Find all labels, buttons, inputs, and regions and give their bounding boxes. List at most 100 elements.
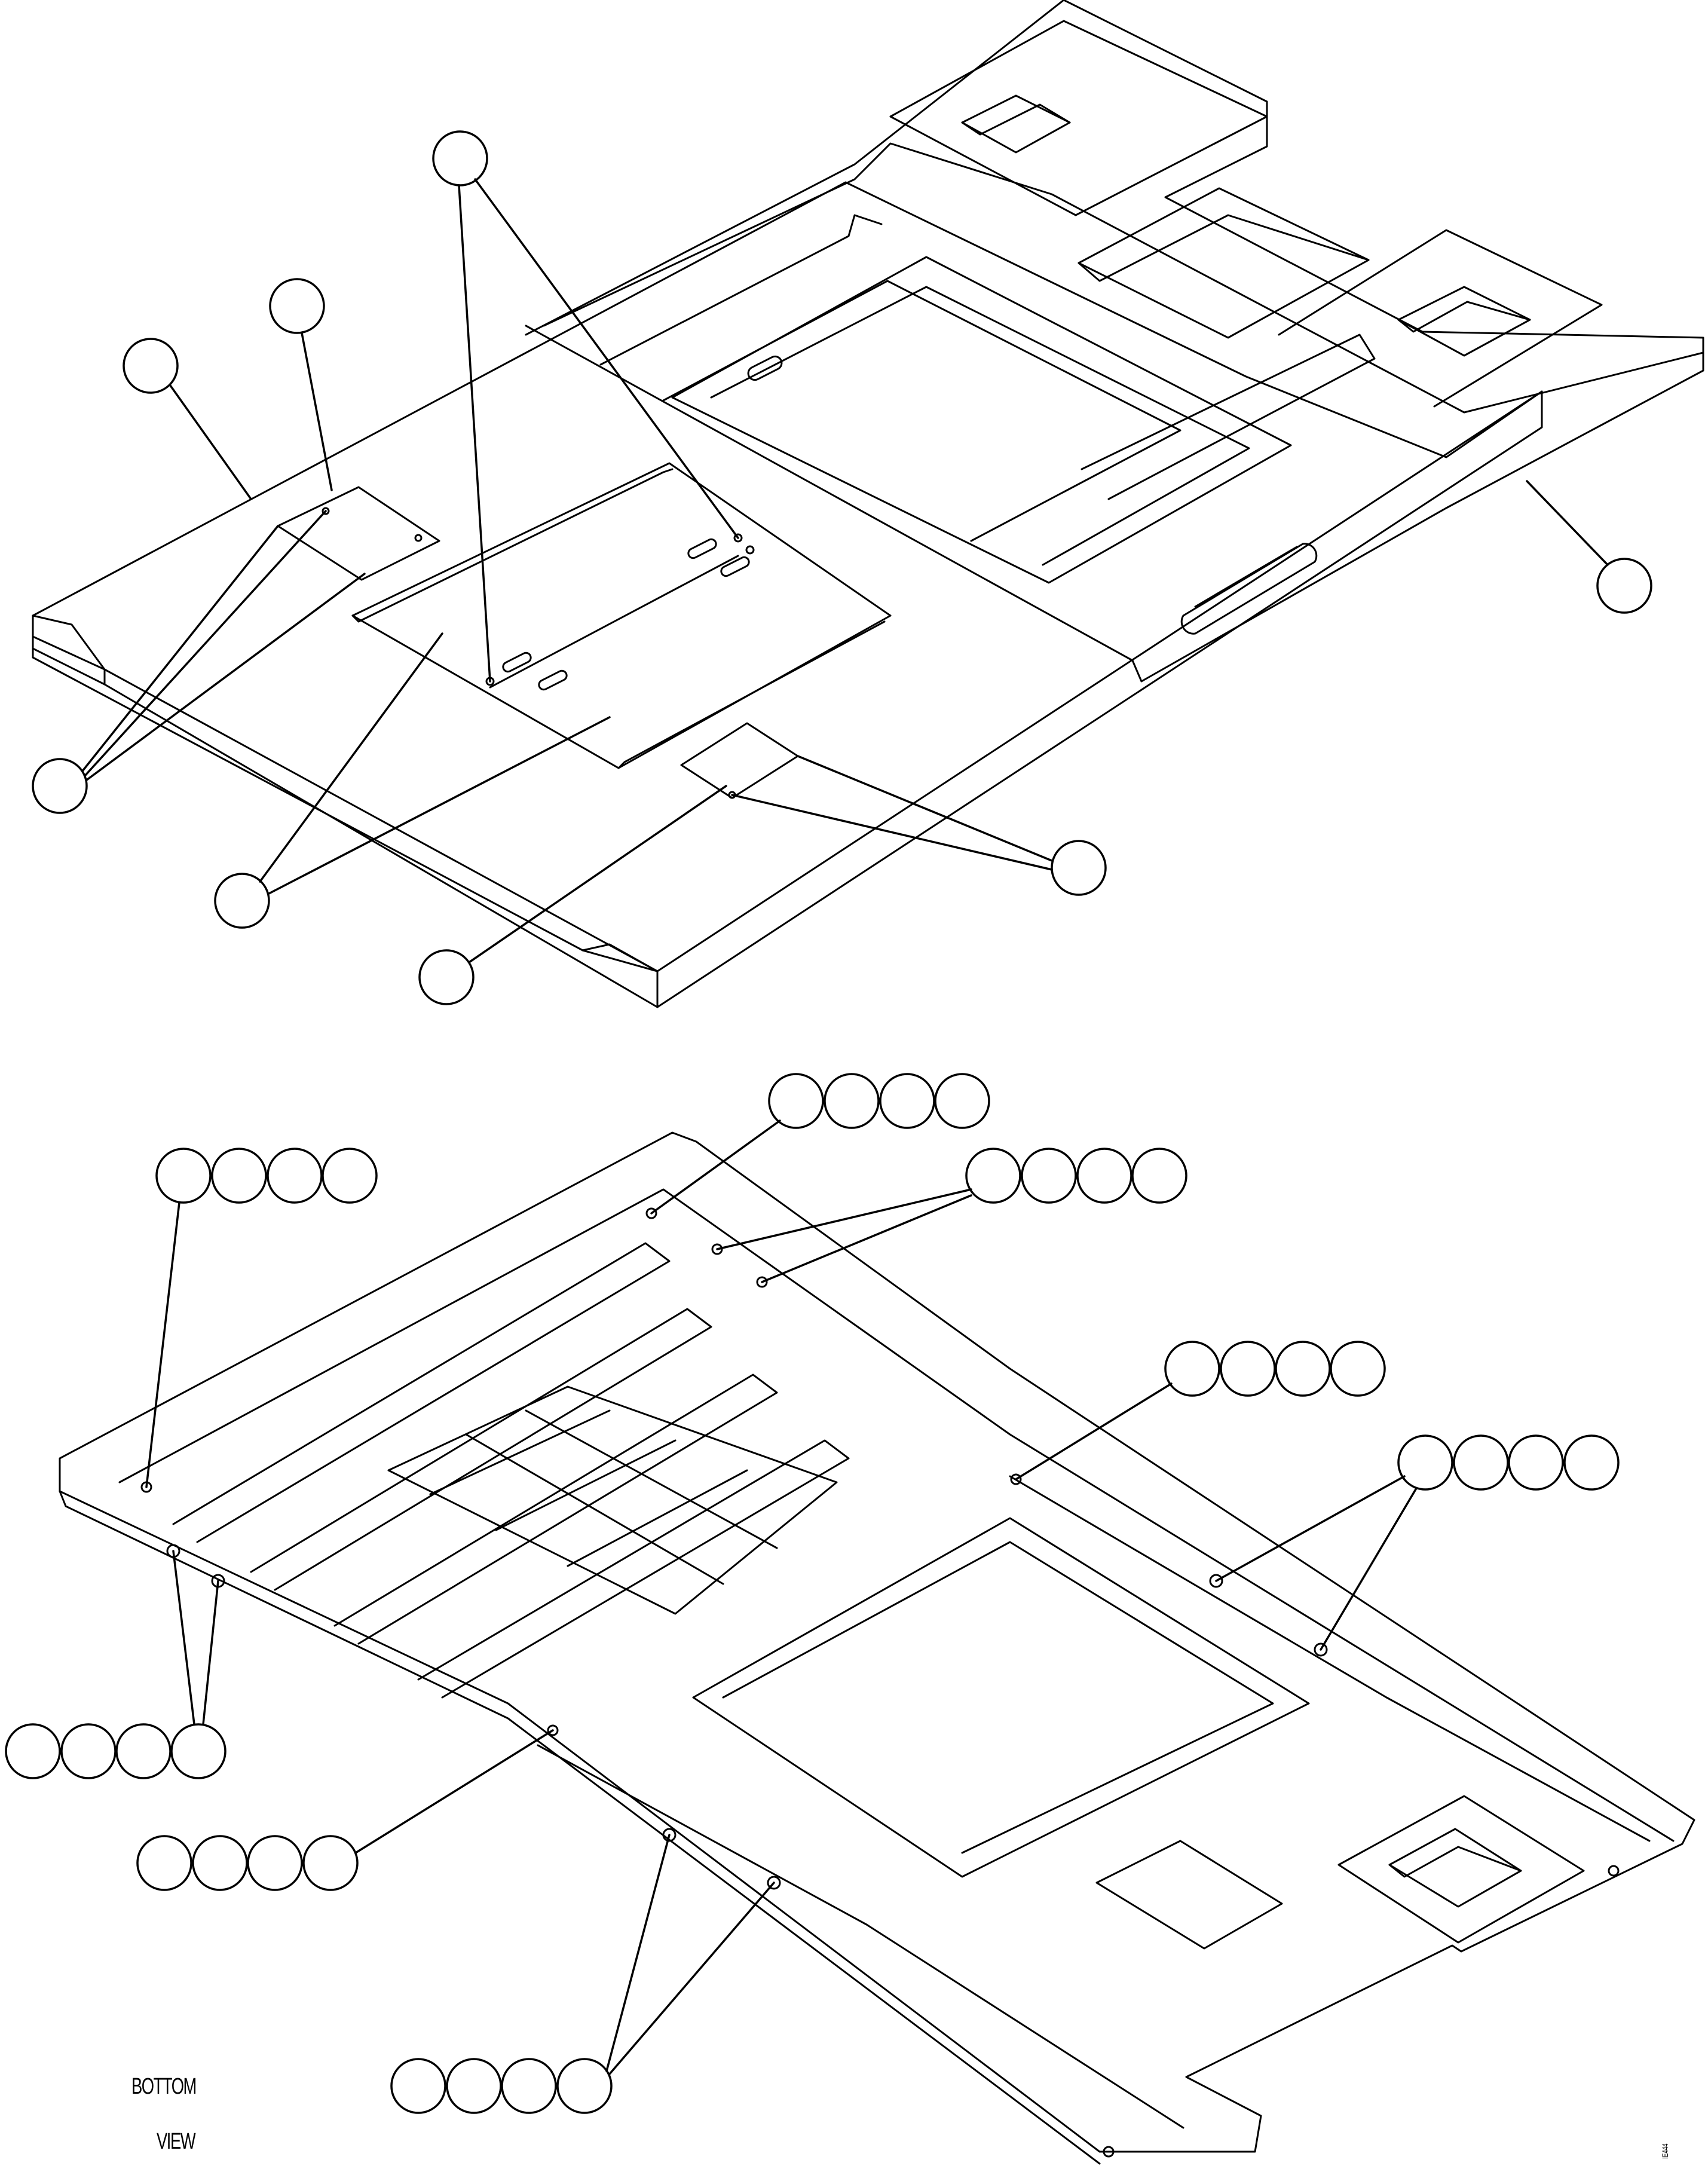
cover-slot bbox=[502, 651, 532, 673]
grid-line bbox=[429, 1409, 611, 1495]
callout-group-8 bbox=[390, 1834, 775, 2114]
rib bbox=[250, 1308, 712, 1591]
leader-line bbox=[468, 785, 727, 963]
central-frame-inner bbox=[710, 286, 1250, 566]
cover-slot bbox=[720, 556, 750, 577]
callout-group-5 bbox=[1215, 1434, 1620, 1651]
cover-plate-large bbox=[351, 462, 892, 769]
callout-balloon bbox=[269, 278, 325, 334]
fastener bbox=[1314, 1642, 1328, 1657]
cover-slot bbox=[687, 538, 717, 559]
callout-group-1 bbox=[650, 1073, 990, 1215]
leader-line bbox=[1526, 480, 1609, 566]
right-opening-depth bbox=[1397, 301, 1531, 333]
frame-rail-inner bbox=[543, 142, 1704, 414]
rib bbox=[417, 1439, 850, 1699]
fastener bbox=[711, 1243, 723, 1255]
top-assembly bbox=[32, 0, 1704, 1008]
box-opening bbox=[1095, 1840, 1283, 1950]
callout-balloon bbox=[418, 949, 475, 1005]
callout-group-4 bbox=[1015, 1341, 1386, 1480]
cover-plate-divider bbox=[489, 555, 739, 689]
fastener bbox=[414, 534, 423, 542]
main-tray-left-end bbox=[32, 614, 106, 686]
figure-code: IE444 bbox=[1660, 2143, 1670, 2159]
callout-group-7 bbox=[136, 1729, 554, 1891]
grid-line bbox=[495, 1439, 677, 1531]
small-plate-front bbox=[680, 722, 799, 799]
main-tray-bottom-edge bbox=[103, 683, 659, 1008]
box-opening-depth bbox=[1388, 1846, 1522, 1878]
main-tray-side bbox=[656, 390, 1543, 1008]
leader-line bbox=[797, 755, 1053, 862]
small-plate-left bbox=[277, 486, 440, 581]
grid-line bbox=[567, 1469, 748, 1567]
bottom-assembly bbox=[59, 1131, 1695, 2165]
leader-line bbox=[268, 716, 611, 895]
callout-balloon bbox=[432, 130, 488, 186]
rib bbox=[172, 1242, 671, 1543]
cover-plate-lip-2 bbox=[617, 620, 886, 769]
frame-crossbar bbox=[662, 280, 1181, 542]
fastener bbox=[547, 1724, 559, 1736]
grid-frame bbox=[387, 1385, 838, 1615]
frame-crossbar-3 bbox=[1080, 334, 1376, 500]
callout-balloon bbox=[214, 873, 270, 929]
leader-line bbox=[81, 525, 279, 772]
leader-line bbox=[731, 794, 1053, 871]
main-tray-chamfer-right bbox=[581, 943, 659, 972]
leader-line bbox=[169, 384, 252, 500]
slot-handle-right bbox=[1180, 543, 1318, 635]
fastener bbox=[645, 1207, 657, 1219]
callout-balloon bbox=[32, 758, 88, 814]
callout-balloon bbox=[1596, 558, 1652, 614]
callout-balloon bbox=[1051, 840, 1107, 896]
leader-line bbox=[301, 332, 333, 491]
fastener bbox=[1010, 1473, 1022, 1485]
center-cutout-inner bbox=[722, 1541, 1274, 1854]
side-channel bbox=[537, 1744, 1184, 2129]
leader-line bbox=[259, 632, 443, 883]
top-plate-opening-depth bbox=[961, 103, 1071, 136]
main-tray-front-edge bbox=[32, 635, 659, 972]
slot-handle-right-inner bbox=[1194, 546, 1298, 608]
callout-group-6 bbox=[5, 1550, 226, 1779]
bottom-callouts bbox=[5, 1073, 1620, 2114]
bottom-tray-inner bbox=[118, 1188, 1675, 1842]
fastener bbox=[662, 1828, 677, 1842]
bottom-tray-lip bbox=[59, 1490, 1101, 2165]
grid-line bbox=[465, 1433, 724, 1585]
center-opening bbox=[1078, 187, 1370, 339]
frame-rail-upper bbox=[525, 0, 1704, 509]
top-plate-opening bbox=[961, 94, 1071, 154]
fastener bbox=[322, 507, 330, 515]
leader-line bbox=[458, 184, 491, 683]
side-channel-2 bbox=[1009, 1475, 1651, 1842]
right-plate-lower bbox=[1337, 1795, 1585, 1944]
frame-crossbar-2 bbox=[599, 214, 883, 366]
cover-plate-lip bbox=[351, 468, 674, 623]
callout-group-3 bbox=[716, 1148, 1187, 1283]
fastener bbox=[1608, 1865, 1620, 1877]
leader-line bbox=[85, 573, 366, 781]
fastener bbox=[767, 1876, 781, 1890]
top-plate bbox=[889, 20, 1268, 216]
cover-slot bbox=[538, 669, 568, 691]
rib bbox=[333, 1373, 778, 1645]
fastener bbox=[756, 1276, 768, 1288]
fastener bbox=[1209, 1574, 1223, 1588]
callout-group-2 bbox=[145, 1148, 378, 1488]
main-tray-chamfer-left bbox=[32, 614, 106, 671]
central-frame bbox=[671, 256, 1292, 584]
center-cutout bbox=[692, 1517, 1310, 1878]
leader-line bbox=[474, 178, 739, 539]
view-label-line1: BOTTOM bbox=[131, 2074, 197, 2099]
grid-line bbox=[525, 1409, 778, 1549]
fastener bbox=[745, 545, 755, 555]
right-plate bbox=[1278, 229, 1603, 408]
view-label-line2: VIEW bbox=[157, 2129, 196, 2154]
bottom-tray-outline bbox=[59, 1131, 1695, 2153]
center-opening-depth bbox=[1078, 214, 1370, 282]
fastener bbox=[1103, 2146, 1115, 2158]
